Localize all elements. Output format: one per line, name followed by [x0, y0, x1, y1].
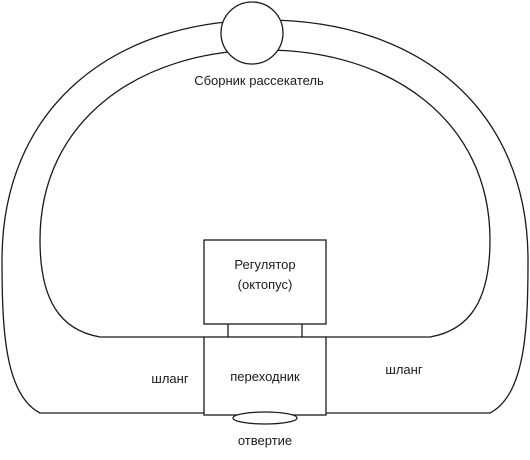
- label-hose-left: шланг: [151, 371, 188, 386]
- label-regulator-line2: (октопус): [238, 277, 293, 292]
- adapter-box: [203, 336, 327, 416]
- label-hose-right: шланг: [385, 362, 422, 377]
- label-collector: Сборник рассекатель: [194, 73, 324, 88]
- regulator-box: [203, 239, 327, 325]
- label-adapter: переходник: [230, 369, 300, 384]
- label-regulator-line1: Регулятор: [234, 257, 295, 272]
- hole-ellipse: [232, 411, 298, 425]
- label-hole: отвертие: [238, 433, 292, 448]
- collector-circle: [220, 1, 284, 65]
